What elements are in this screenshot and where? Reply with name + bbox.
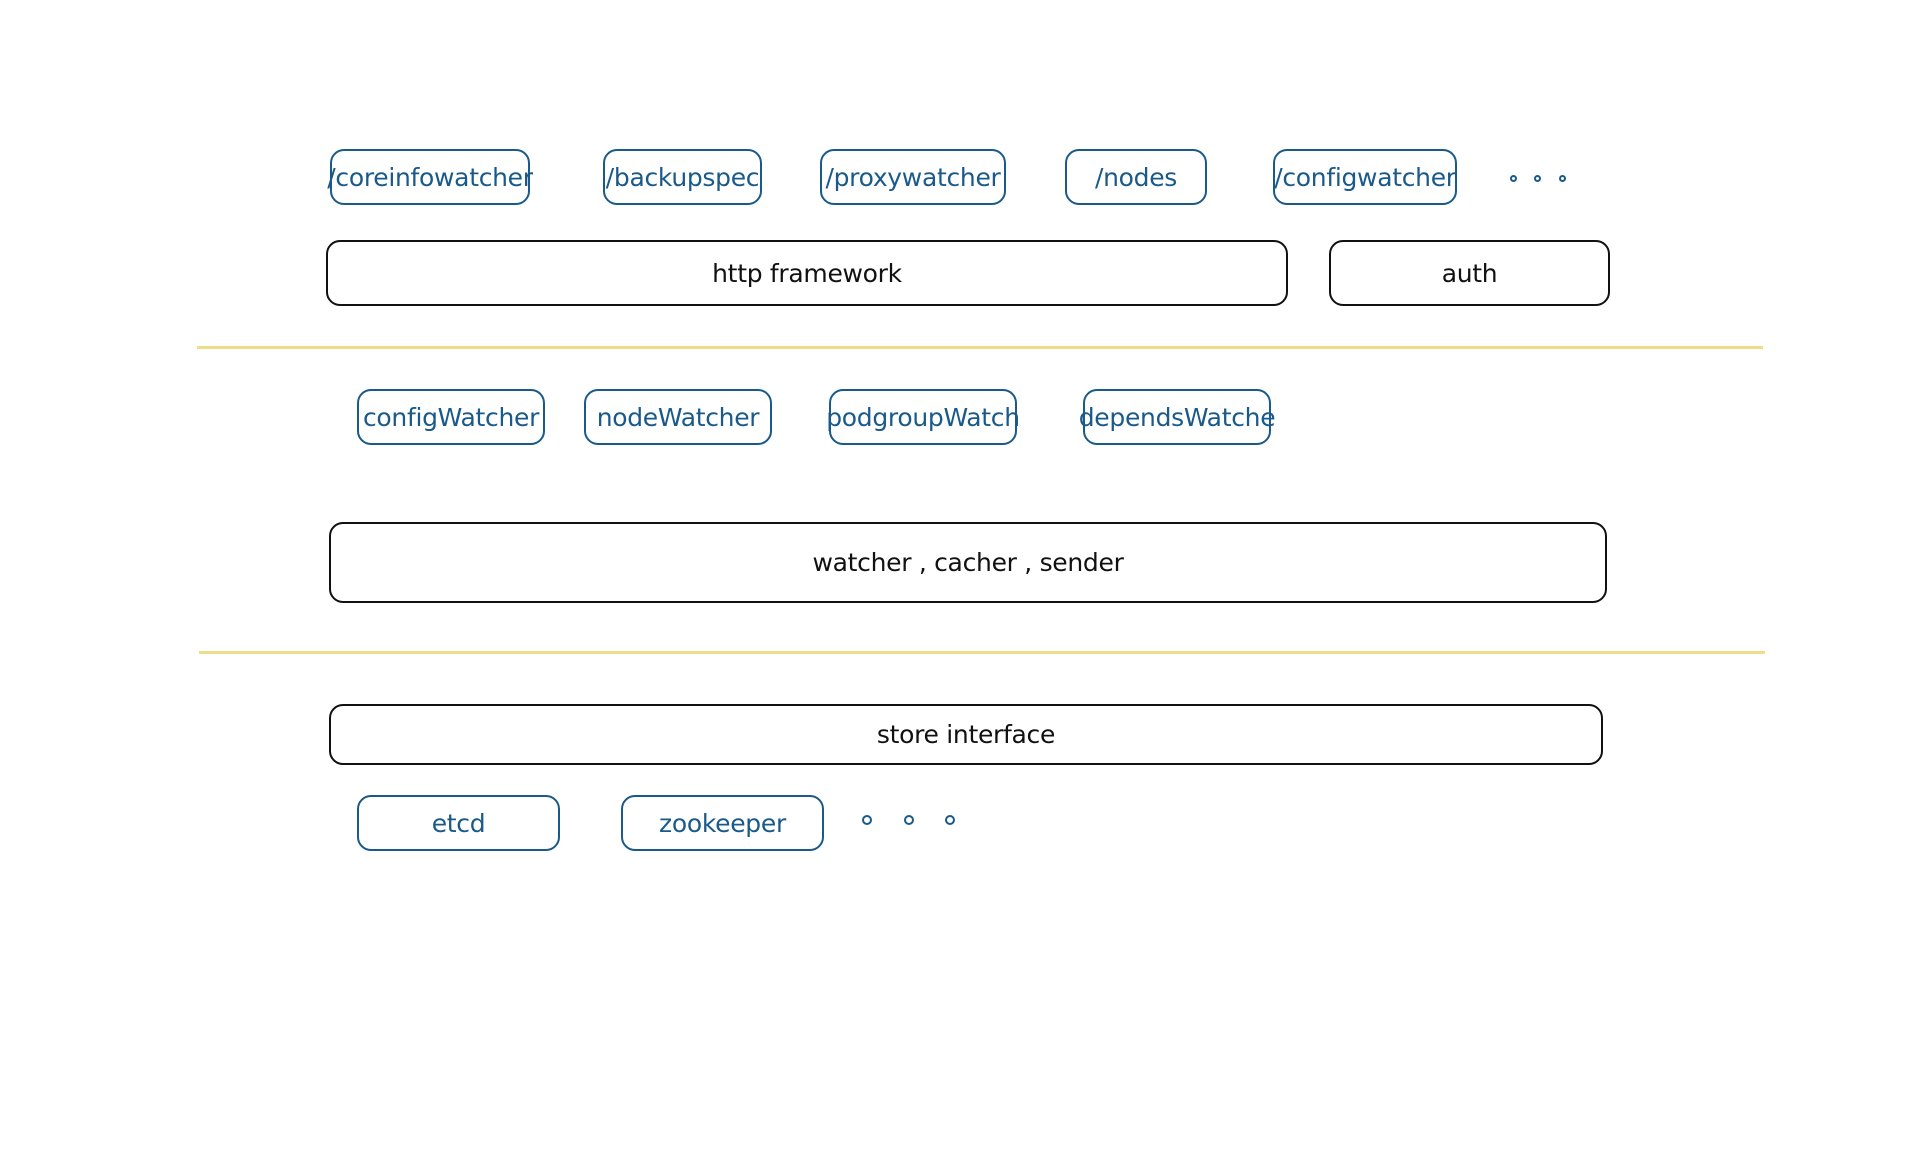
ellipsis-dot	[904, 815, 914, 825]
backend-zookeeper: zookeeper	[621, 795, 824, 851]
ellipsis-dot	[1559, 175, 1566, 182]
watcher-nodewatcher: nodeWatcher	[584, 389, 772, 445]
http-framework-box: http framework	[326, 240, 1288, 306]
store-interface-box: store interface	[329, 704, 1603, 765]
layer-divider	[197, 346, 1763, 349]
ellipsis-dot	[862, 815, 872, 825]
route-coreinfowatcher: /coreinfowatcher	[327, 149, 533, 205]
watcher-cacher-sender-box: watcher , cacher , sender	[329, 522, 1607, 603]
route-configwatcher: /configwatcher	[1273, 149, 1457, 205]
ellipsis-dot	[1510, 175, 1517, 182]
auth-box: auth	[1329, 240, 1610, 306]
backend-etcd: etcd	[357, 795, 560, 851]
watcher-configwatcher: configWatcher	[357, 389, 545, 445]
ellipsis-dot	[945, 815, 955, 825]
route-proxywatcher: /proxywatcher	[820, 149, 1006, 205]
route-backupspec: /backupspec	[603, 149, 762, 205]
route-nodes: /nodes	[1065, 149, 1207, 205]
ellipsis-dot	[1534, 175, 1541, 182]
layer-divider	[199, 651, 1765, 654]
watcher-dependswatche: dependsWatche	[1079, 389, 1276, 445]
watcher-podgroupwatch: podgroupWatch	[826, 389, 1020, 445]
